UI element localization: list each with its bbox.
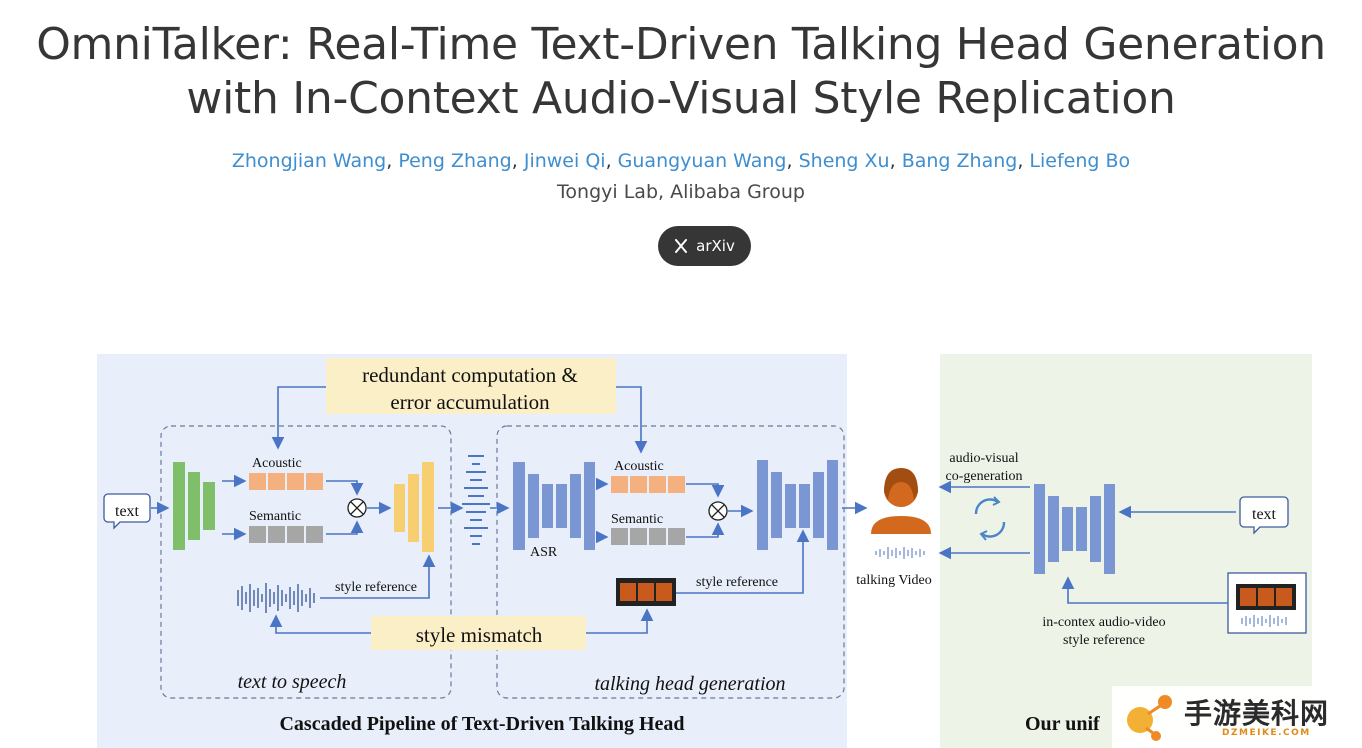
right-text-input-label: text — [1252, 506, 1277, 523]
author-link[interactable]: Bang Zhang — [901, 150, 1018, 172]
unified-caption: Our unif — [1025, 713, 1100, 735]
audio-visual-line2: co-generation — [946, 469, 1023, 484]
watermark-text: 手游美科网 — [1184, 697, 1330, 730]
watermark-logo-icon — [1127, 695, 1172, 741]
in-context-filmstrip — [1236, 584, 1296, 610]
author-list: Zhongjian Wang, Peng Zhang, Jinwei Qi, G… — [231, 150, 1131, 172]
sync-cycle-icon — [974, 496, 1006, 541]
redundant-highlight — [326, 358, 616, 414]
redundant-line1: redundant computation & — [362, 363, 578, 387]
waveform-icon — [462, 455, 490, 545]
style-video-filmstrip — [616, 578, 676, 606]
in-context-line1: in-contex audio-video — [1042, 615, 1165, 630]
in-context-waveform — [1241, 615, 1287, 627]
author-link[interactable]: Zhongjian Wang — [231, 150, 387, 172]
author-link[interactable]: Sheng Xu — [798, 150, 890, 172]
asr-label: ASR — [530, 545, 558, 560]
thg-style-reference-label: style reference — [696, 575, 778, 590]
author-link[interactable]: Guangyuan Wang — [617, 150, 787, 172]
style-mismatch-label: style mismatch — [416, 623, 543, 647]
thg-semantic-tokens — [611, 528, 685, 545]
tts-acoustic-label: Acoustic — [252, 456, 302, 471]
thg-semantic-label: Semantic — [611, 512, 663, 527]
talking-video-label: talking Video — [856, 573, 932, 588]
tts-semantic-tokens — [249, 526, 323, 543]
thg-caption: talking head generation — [594, 673, 785, 695]
tts-acoustic-tokens — [249, 473, 323, 490]
tts-fusion-icon — [347, 498, 367, 518]
thg-fusion-icon — [708, 501, 728, 521]
tts-semantic-label: Semantic — [249, 509, 301, 524]
site-watermark: 手游美科网 DZMEIKE.COM — [1112, 686, 1362, 748]
style-mismatch-highlight — [371, 616, 586, 650]
page-title: OmniTalker: Real-Time Text-Driven Talkin… — [0, 18, 1362, 126]
audio-visual-line1: audio-visual — [949, 451, 1018, 466]
in-context-line2: style reference — [1063, 633, 1145, 648]
title-line-2: with In-Context Audio-Visual Style Repli… — [186, 73, 1176, 124]
author-link[interactable]: Peng Zhang — [398, 150, 512, 172]
talking-person-icon — [871, 468, 931, 534]
thg-acoustic-tokens — [611, 476, 685, 493]
tts-style-reference-label: style reference — [335, 580, 417, 595]
tts-box — [160, 425, 452, 699]
text-bubble — [103, 493, 151, 530]
affiliation: Tongyi Lab, Alibaba Group — [557, 181, 805, 203]
cascaded-panel — [97, 354, 847, 748]
redundant-line2: error accumulation — [390, 390, 550, 414]
thg-acoustic-label: Acoustic — [614, 459, 664, 474]
cascaded-caption: Cascaded Pipeline of Text-Driven Talking… — [279, 713, 684, 735]
author-link[interactable]: Jinwei Qi — [523, 150, 606, 172]
right-text-bubble — [1239, 496, 1289, 535]
author-link[interactable]: Liefeng Bo — [1029, 150, 1131, 172]
text-input-label: text — [115, 503, 140, 520]
arxiv-label: arXiv — [696, 237, 735, 255]
watermark-url: DZMEIKE.COM — [1222, 728, 1311, 738]
arxiv-button[interactable]: arXiv — [658, 226, 751, 266]
title-line-1: OmniTalker: Real-Time Text-Driven Talkin… — [36, 19, 1326, 70]
tts-caption: text to speech — [238, 671, 347, 693]
unified-panel — [940, 354, 1312, 748]
output-audio-waveform — [875, 547, 925, 559]
thg-box — [496, 425, 845, 699]
style-audio-waveform — [237, 583, 315, 613]
arxiv-x-icon — [675, 239, 688, 253]
